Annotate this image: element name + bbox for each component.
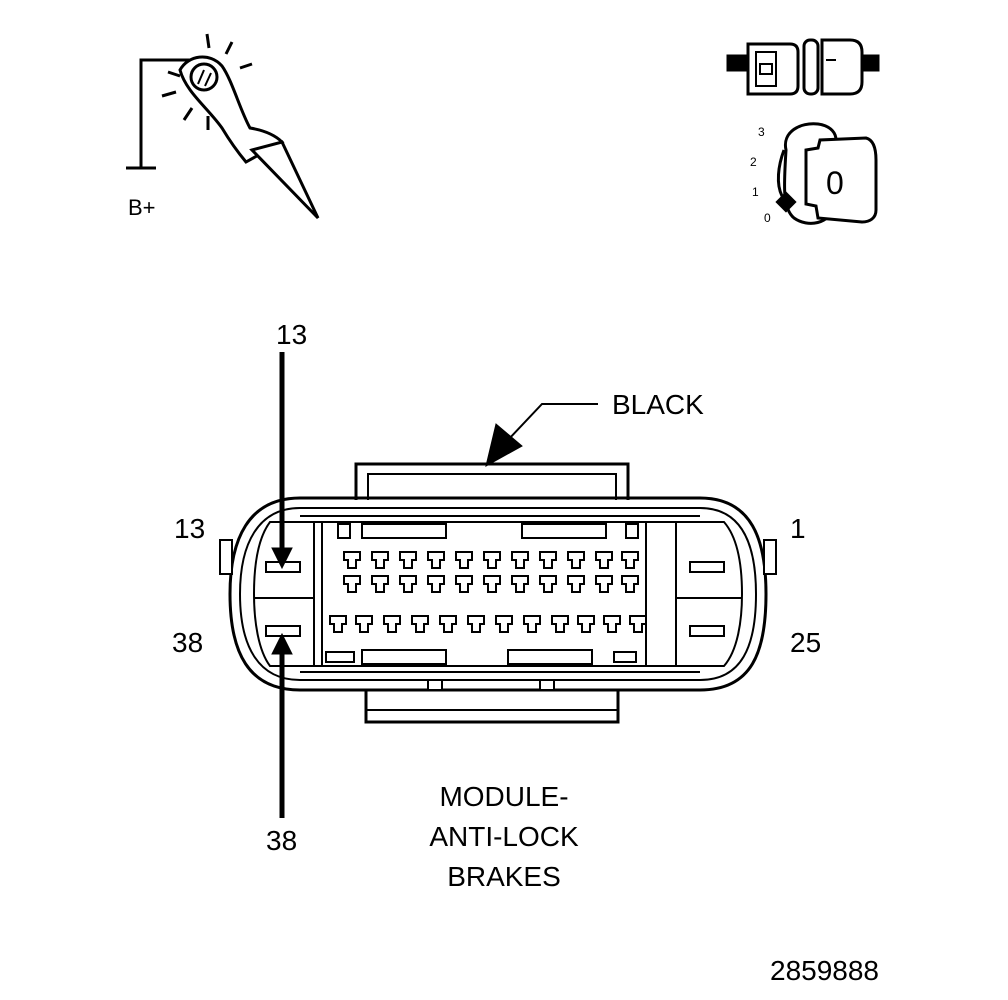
connector-disconnect-icon: [726, 38, 880, 96]
small-terminal: [383, 615, 401, 633]
figure-number: 2859888: [770, 955, 879, 986]
connector-seal: [802, 38, 820, 96]
small-terminal: [567, 551, 585, 569]
supply-label: B+: [128, 195, 156, 220]
small-terminal: [603, 615, 621, 633]
small-terminal: [539, 575, 557, 593]
terminal-25: [689, 625, 725, 637]
small-terminal: [371, 575, 389, 593]
small-terminal: [399, 551, 417, 569]
small-terminal: [483, 575, 501, 593]
test-light-tip: [249, 140, 320, 220]
ignition-pointer: [775, 191, 797, 213]
pin-label-25: 25: [790, 627, 821, 658]
connector-color-label: BLACK: [612, 389, 704, 420]
terminal-38: [265, 625, 301, 637]
ignition-position-0: 0: [764, 211, 771, 225]
test-light-icon: [126, 33, 320, 220]
ignition-key-icon: [775, 122, 878, 225]
small-terminal: [595, 575, 613, 593]
light-ray: [205, 33, 211, 49]
small-terminal: [455, 575, 473, 593]
pin-label-13: 13: [174, 513, 205, 544]
small-terminal: [427, 575, 445, 593]
small-terminal: [621, 575, 639, 593]
arrow-pin-13-head: [271, 547, 293, 570]
small-terminal: [511, 551, 529, 569]
connector-name-line-3: BRAKES: [447, 861, 561, 892]
small-terminal: [411, 615, 429, 633]
small-terminal: [629, 615, 647, 633]
light-ray: [167, 70, 181, 78]
small-terminal: [343, 551, 361, 569]
arrow-label-13: 13: [276, 319, 307, 350]
small-terminal: [329, 615, 347, 633]
small-terminal: [495, 615, 513, 633]
right-cavity-block: [675, 521, 744, 667]
small-terminal: [523, 615, 541, 633]
terminal-1: [689, 561, 725, 573]
small-terminal: [539, 551, 557, 569]
pin-arrows: [271, 352, 598, 818]
test-light-wire: [139, 58, 194, 168]
small-terminal: [399, 575, 417, 593]
arrow-pin-38-head: [271, 632, 293, 655]
small-terminal: [621, 551, 639, 569]
arrow-label-38: 38: [266, 825, 297, 856]
connector-name-line-2: ANTI-LOCK: [429, 821, 579, 852]
light-ray: [224, 41, 234, 55]
ignition-positions: 3 2 1 0: [750, 125, 771, 225]
left-cavity-block: [252, 521, 315, 667]
small-terminal: [427, 551, 445, 569]
pin-label-38: 38: [172, 627, 203, 658]
small-terminal: [455, 551, 473, 569]
ignition-key: [804, 136, 878, 224]
ignition-position-3: 3: [758, 125, 765, 139]
ignition-position-2: 2: [750, 155, 757, 169]
small-terminals: [329, 551, 647, 633]
small-terminal: [439, 615, 457, 633]
connector-name-line-1: MODULE-: [439, 781, 568, 812]
connector-half-right: [820, 38, 864, 96]
abs-module-connector: [219, 462, 777, 724]
light-ray: [239, 62, 253, 70]
small-terminal: [371, 551, 389, 569]
light-ray: [161, 90, 177, 98]
small-terminal: [511, 575, 529, 593]
small-terminal: [467, 615, 485, 633]
center-cavity-block: [321, 521, 647, 667]
connector-body: [228, 496, 768, 692]
small-terminal: [483, 551, 501, 569]
small-terminal: [595, 551, 613, 569]
small-terminal: [567, 575, 585, 593]
small-terminal: [577, 615, 595, 633]
light-ray: [182, 107, 194, 121]
connector-top-latch: [354, 462, 630, 500]
color-leader-head: [485, 423, 523, 467]
small-terminal: [551, 615, 569, 633]
small-terminal: [355, 615, 373, 633]
small-terminal: [343, 575, 361, 593]
ignition-position-1: 1: [752, 185, 759, 199]
color-leader: [507, 403, 598, 441]
connector-bottom-latch: [364, 690, 620, 724]
test-light-bulb: [189, 62, 219, 92]
pin-label-1: 1: [790, 513, 806, 544]
ignition-key-label: 0: [826, 165, 844, 201]
